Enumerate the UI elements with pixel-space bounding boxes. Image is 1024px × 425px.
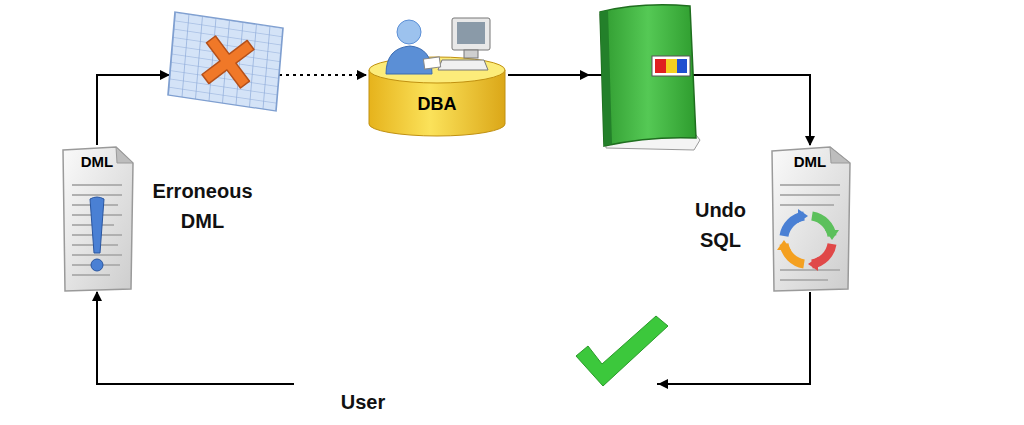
arrow-head — [658, 379, 668, 389]
document-icon: DML — [58, 145, 136, 292]
arrow-head — [580, 70, 590, 80]
caption-label: Undo SQL — [678, 195, 763, 255]
book-icon — [600, 5, 700, 150]
flow-line — [97, 75, 162, 145]
database-cylinder-outline — [366, 12, 508, 138]
database-cylinder: DBA — [366, 12, 508, 138]
caption-label: Erroneous DML — [140, 176, 265, 236]
document-icon: DML — [768, 145, 852, 292]
check-mark — [576, 316, 668, 386]
arrow-head — [160, 70, 170, 80]
node-text: DML — [768, 153, 852, 170]
error-cross — [201, 35, 255, 89]
node-text: DML — [58, 153, 136, 170]
caption-label: User — [318, 387, 408, 417]
node-text: DBA — [366, 94, 508, 115]
table-grid-icon — [168, 12, 283, 111]
flow-connector — [97, 292, 810, 384]
